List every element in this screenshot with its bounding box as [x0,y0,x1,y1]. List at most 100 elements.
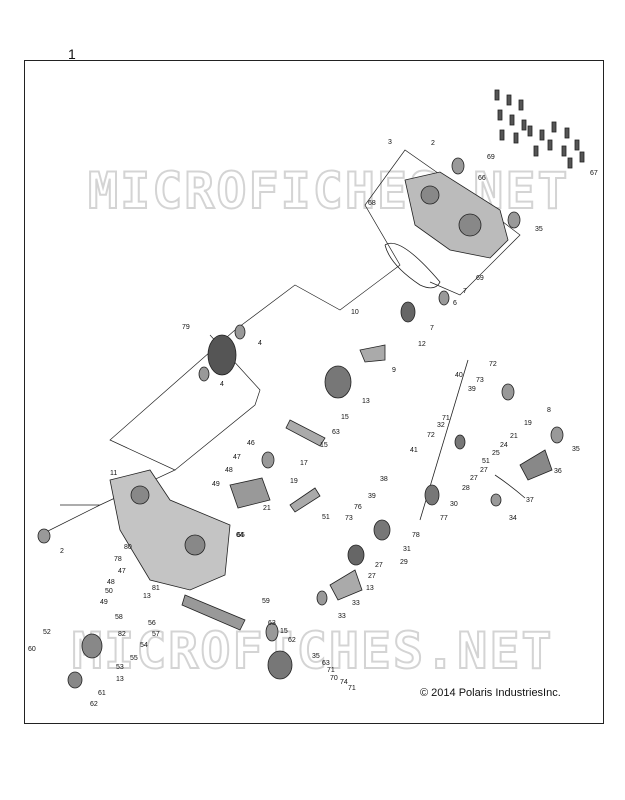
callout: 39 [368,493,376,500]
callout: 33 [352,600,360,607]
seal-34 [507,211,521,229]
callout: 8 [547,407,551,414]
shaft-18 [229,477,271,509]
gear-62 [267,650,293,680]
callout: 21 [510,433,518,440]
callout: 50 [105,588,113,595]
callout: 48 [225,467,233,474]
callout: 27 [470,475,478,482]
callout: 6 [453,300,457,307]
callout: 13 [143,593,151,600]
callout: 64 [236,532,244,539]
callout: 4 [220,381,224,388]
callout: 7 [430,325,434,332]
main-transmission-case [109,469,231,591]
callout: 79 [182,324,190,331]
callout: 15 [341,414,349,421]
bearing-4-top [234,324,246,340]
callout: 27 [368,573,376,580]
bearing-35 [550,426,564,444]
callout: 13 [362,398,370,405]
copyright-notice: © 2014 Polaris IndustriesInc. [420,687,561,699]
callout: 31 [403,546,411,553]
callout: 3 [388,139,392,146]
callout: 47 [233,454,241,461]
callout: 71 [348,685,356,692]
callout: 72 [489,361,497,368]
callout: 65 [237,532,245,539]
shaft-59 [181,594,246,631]
callout: 34 [509,515,517,522]
callout: 82 [118,631,126,638]
callout: 67 [590,170,598,177]
callout: 30 [450,501,458,508]
callout: 69 [476,275,484,282]
callout: 48 [107,579,115,586]
callout: 25 [492,450,500,457]
bearing-7-right [501,383,515,401]
bearing-4-bottom [198,366,210,382]
callout-labels: 3 2 69 66 67 68 35 69 7 6 10 7 79 4 12 9… [28,139,598,708]
callout: 17 [300,460,308,467]
callout: 19 [524,420,532,427]
callout: 36 [554,468,562,475]
callout: 62 [288,637,296,644]
callout: 49 [100,599,108,606]
gear-11 [324,365,352,399]
callout: 70 [330,675,338,682]
callout: 27 [375,562,383,569]
callout: 9 [392,367,396,374]
callout: 10 [351,309,359,316]
bearing-33-right [490,493,502,507]
bearing-7-upper [438,290,450,306]
callout: 59 [262,598,270,605]
watermark-bottom: MICROFICHES.NET [72,622,554,680]
callout: 13 [116,676,124,683]
actuator-9 [359,344,386,363]
callout: 81 [152,585,160,592]
callout: 63 [332,429,340,436]
callout: 69 [487,154,495,161]
diagram-frame [24,60,604,724]
callout: 19 [290,478,298,485]
cap-54 [67,671,83,689]
output-shaft-36 [519,449,553,481]
callout: 11 [110,470,117,477]
callout: 41 [410,447,418,454]
callout: 76 [354,504,362,511]
callout: 32 [437,422,445,429]
callout: 7 [463,288,467,295]
callout: 35 [312,653,320,660]
drive-belt-5 [384,242,441,289]
callout: 74 [340,679,348,686]
callout: 63 [322,660,330,667]
callout: 51 [482,458,490,465]
gear-30 [373,519,391,541]
callout: 47 [118,568,126,575]
gear-79 [207,334,237,376]
callout: 15 [320,442,328,449]
callout: 27 [480,467,488,474]
sprocket-6 [400,301,416,323]
callout: 66 [478,175,486,182]
chain-37 [494,474,526,499]
callout: 46 [247,440,255,447]
callout: 49 [212,481,220,488]
callout: 35 [535,226,543,233]
callout: 38 [380,476,388,483]
callout: 28 [462,485,470,492]
shift-drum-45 [289,487,321,513]
callout: 77 [440,515,448,522]
bolt-kit [494,89,585,169]
callout: 71 [327,667,335,674]
callout: 80 [124,544,132,551]
gear-22 [454,434,466,450]
housing-57 [81,633,103,659]
assembly-bracket-lines [39,149,521,536]
bearing-16 [261,451,275,469]
callout: 2 [60,548,64,555]
callout: 37 [526,497,534,504]
callout: 15 [280,628,288,635]
